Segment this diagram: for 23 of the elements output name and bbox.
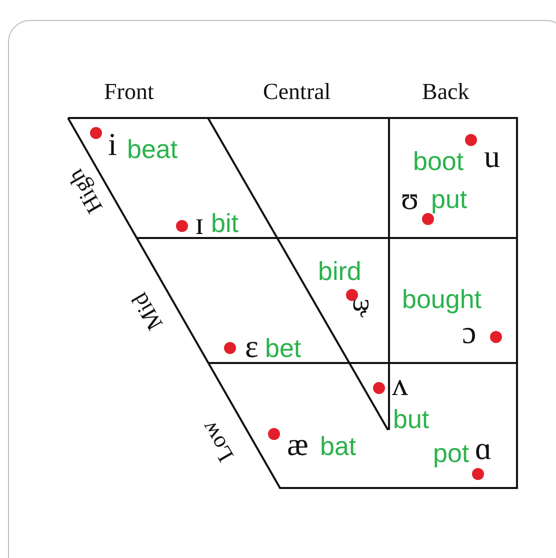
vowel-symbol: u — [484, 140, 500, 172]
example-word: put — [431, 186, 468, 212]
example-word: boot — [413, 148, 464, 174]
example-word: bird — [318, 258, 362, 284]
vowel-symbol: ɪ — [195, 207, 204, 239]
vowel-symbol: ɔ — [462, 316, 476, 348]
example-word: beat — [127, 136, 178, 162]
example-word: bet — [265, 335, 302, 361]
vowel-symbol: ɝ — [348, 298, 380, 318]
vowel-symbol: ʌ — [392, 368, 408, 400]
example-word: pot — [433, 440, 470, 466]
example-word: bat — [320, 433, 356, 459]
vowel-symbol: ɑ — [475, 432, 492, 464]
vowel-symbol: ɛ — [245, 330, 258, 362]
vowel-symbol: ʊ — [401, 182, 419, 214]
example-word: bit — [211, 210, 238, 236]
vowel-symbol: i — [108, 128, 117, 160]
example-word: but — [393, 406, 430, 432]
column-heading: Central — [263, 80, 331, 103]
example-word: bought — [402, 286, 482, 312]
vowel-symbol: æ — [287, 428, 308, 460]
column-heading: Back — [422, 80, 470, 103]
column-heading: Front — [104, 80, 154, 103]
